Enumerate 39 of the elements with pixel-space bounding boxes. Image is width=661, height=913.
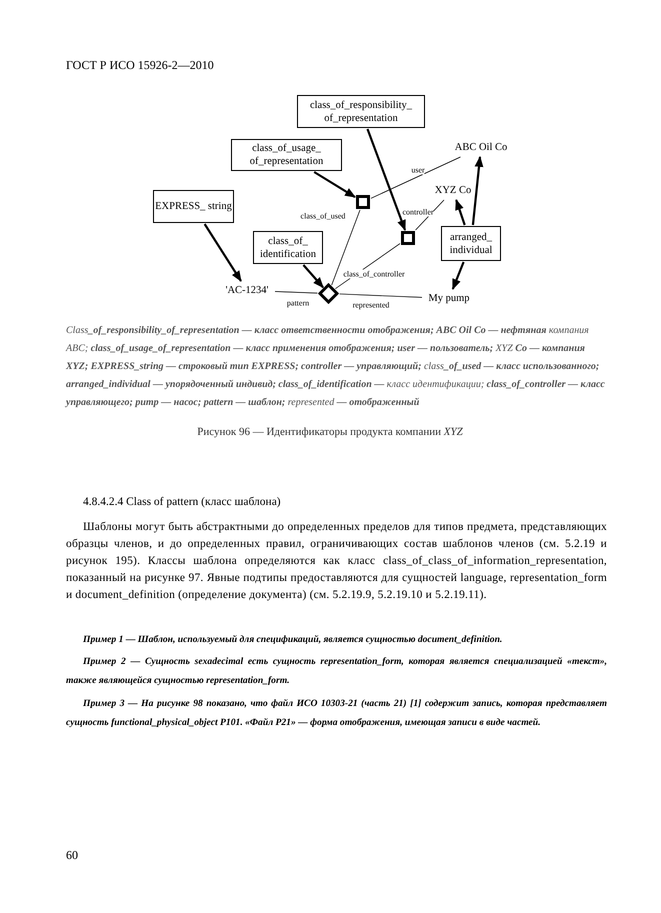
example-note: Пример 1 — Шаблон, используемый для спецификаций, является сущностью document_definition. [82, 633, 504, 647]
arrow [452, 262, 465, 290]
connector-line [331, 210, 360, 286]
relation-square [401, 231, 415, 245]
arrow [204, 223, 242, 282]
example-note: Пример 2 — Сущность sexadecimal есть сущность representation_form, которая является специализацией «текст», также являющейся сущностью representation_form. [66, 655, 607, 688]
edge-label: pattern [286, 298, 310, 308]
page-number: 60 [66, 847, 79, 864]
arrow [366, 128, 406, 232]
relation-square [356, 195, 370, 209]
figure-key-text: Class_of_responsibility_of_representation — класс ответственности отображения; ABC Oil Co — нефтяная компания ABC; class_of_usage_of_representation — класс применения отображения; user — пользователь; XYZ Co — компания XYZ; EXPRESS_string — строковый тип EXPRESS; controller — управляющий; class_of_used — класс использованного; arranged_individual — упорядоченный индивид; class_of_identification — класс идентификации; class_of_controller — класс управляющего; pump — насос; pattern — шаблон; represented — отображенный [66, 324, 606, 410]
connector-line [274, 291, 318, 294]
arrow [455, 198, 466, 226]
edge-label: represented [352, 300, 390, 310]
entity-box: class_of_ identification [253, 231, 323, 264]
arrow [302, 264, 324, 288]
edge-label: class_of_used [300, 212, 346, 220]
arrow [314, 171, 356, 198]
relation-diamond [318, 283, 339, 304]
section-heading: 4.8.4.2.4 Class of pattern (класс шаблона) [83, 495, 282, 510]
instance-label: ABC Oil Co [450, 141, 512, 154]
edge-label: controller [402, 208, 434, 216]
instance-label: XYZ Co [430, 184, 476, 197]
arrow [472, 156, 484, 226]
entity-box: class_of_responsibility_ of_representation [297, 95, 425, 128]
edge-label: class_of_controller [343, 270, 405, 278]
entity-box: class_of_usage_ of_representation [231, 139, 342, 171]
entity-box: arranged_ individual [441, 226, 501, 261]
example-note: Пример 3 — На рисунке 98 показано, что файл ИСО 10303-21 (часть 21) [1] содержит запись, которая представляет сущность functional_physical_object P101. «Файл P21» — форма отображения, имеющая записи в виде частей. [66, 697, 607, 730]
connector-line [339, 294, 422, 298]
instance-label: My pump [425, 292, 473, 305]
entity-box: EXPRESS_ string [153, 190, 234, 223]
connector-line [415, 200, 444, 230]
figure-caption: Рисунок 96 — Идентификаторы продукта компании XYZ [196, 425, 464, 440]
body-paragraph: Шаблоны могут быть абстрактными до определенных пределов для типов предмета, представляющих образцы членов, и до определенных правил, ограничивающих состав шаблонов членов (см. 5.2.19 и рисунок 195). Классы шаблона определяются как класс class_of_class_of_information_representation, показанный на рисунке 97. Явные подтипы предоставляются для сущностей language, representation_form и document_definition (определение документа) (см. 5.2.19.9, 5.2.19.10 и 5.2.19.11). [66, 520, 607, 603]
page-header: ГОСТ Р ИСО 15926-2—2010 [66, 57, 215, 74]
connector-line [370, 156, 461, 199]
instance-label: 'AC-1234' [222, 284, 272, 297]
edge-label: user [411, 166, 425, 174]
